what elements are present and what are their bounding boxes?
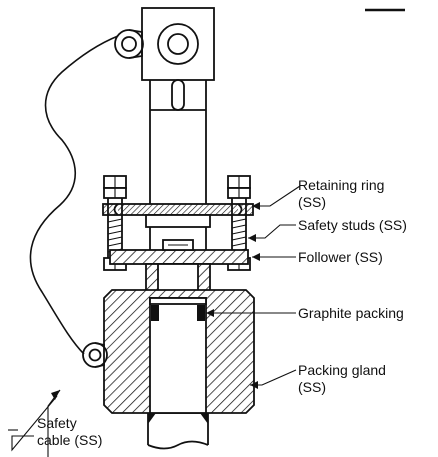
graphite-packing	[151, 305, 205, 321]
clevis-block	[141, 7, 215, 81]
label-graphite-packing: Graphite packing	[298, 305, 404, 321]
upper-eyelet	[114, 29, 144, 59]
label-safety-cable: Safety cable (SS)	[37, 415, 102, 448]
valve-body	[147, 413, 209, 450]
label-safety-studs: Safety studs (SS)	[298, 217, 407, 233]
safety-cable-leader	[11, 395, 58, 452]
lower-eyelet	[82, 342, 108, 368]
packing-gland	[103, 289, 255, 414]
label-follower: Follower (SS)	[298, 249, 383, 265]
leader-arrows	[51, 202, 260, 400]
safety-cable	[29, 35, 119, 355]
retaining-ring	[102, 203, 254, 228]
label-retaining-ring: Retaining ring (SS)	[298, 177, 388, 210]
label-packing-gland: Packing gland (SS)	[298, 362, 390, 395]
